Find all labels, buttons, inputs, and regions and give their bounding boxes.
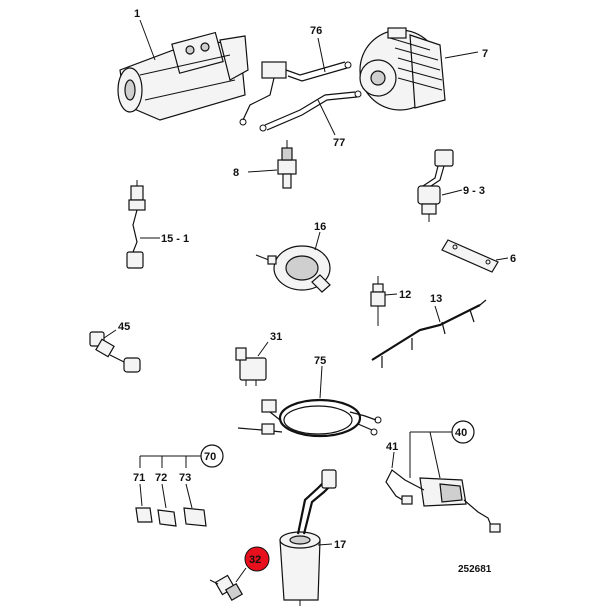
label-9-3: 9 - 3 [463,185,485,197]
leader-40c [429,431,441,479]
label-73: 73 [179,472,191,484]
cap-73[interactable] [183,507,207,527]
leader-16 [314,231,321,251]
relay-31[interactable] [235,347,267,386]
sensor-45[interactable] [89,331,141,373]
harness-75[interactable] [237,398,382,438]
alternator[interactable] [359,27,446,111]
cable-76[interactable] [239,61,352,126]
leader-13 [434,305,441,323]
filter-17[interactable] [279,469,337,606]
label-40: 40 [455,427,467,439]
leader-77 [317,99,336,136]
cap-71[interactable] [135,507,153,523]
label-70: 70 [204,451,216,463]
leader-8 [247,169,278,173]
leader-76 [317,37,326,73]
label-72: 72 [155,472,167,484]
actuator-16[interactable] [255,245,331,293]
label-31: 31 [270,331,282,343]
label-41: 41 [386,441,398,453]
label-15-1: 15 - 1 [161,233,189,245]
label-32: 32 [249,554,261,566]
glow-plug-12[interactable] [370,276,386,326]
label-7: 7 [482,48,488,60]
cap-72[interactable] [157,509,177,527]
label-12: 12 [399,289,411,301]
label-76: 76 [310,25,322,37]
leader-9-3 [441,189,463,196]
circle-40 [451,420,475,444]
leader-7 [444,51,479,59]
label-1: 1 [134,8,140,20]
leader-45 [103,329,117,339]
label-13: 13 [430,293,442,305]
sensor-8[interactable] [277,140,297,189]
leader-41 [391,451,395,469]
leader-32 [235,567,247,583]
leader-12 [384,293,398,296]
reference-number: 252681 [458,564,492,575]
leader-6 [495,257,509,261]
starter-motor[interactable] [117,31,249,121]
sensor-9-3[interactable] [417,149,454,222]
leader-1 [139,19,156,61]
label-16: 16 [314,221,326,233]
label-17: 17 [334,539,346,551]
actuator-40[interactable] [385,469,501,533]
harness-13[interactable] [371,299,487,368]
sender-32[interactable] [209,574,244,602]
cable-77[interactable] [259,90,362,132]
label-8: 8 [233,167,239,179]
leader-31 [257,341,269,357]
sender-15-1[interactable] [126,180,146,269]
bracket-6[interactable] [441,239,499,273]
leader-17 [317,543,333,546]
label-71: 71 [133,472,145,484]
label-77: 77 [333,137,345,149]
highlight-32[interactable] [244,546,270,572]
label-6: 6 [510,253,516,265]
label-45: 45 [118,321,130,333]
label-75: 75 [314,355,326,367]
leader-75 [319,365,323,399]
